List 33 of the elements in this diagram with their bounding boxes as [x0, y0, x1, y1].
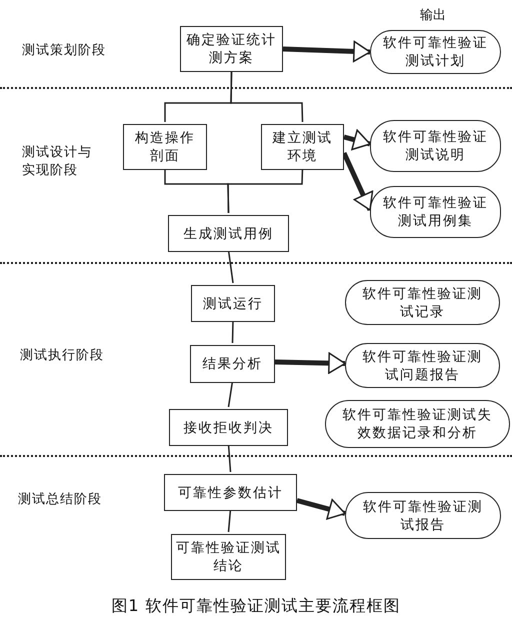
- stage-label: 测试设计与实现阶段: [22, 144, 93, 180]
- caption: 图1 软件可靠性验证测试主要流程框图: [110, 596, 402, 617]
- column-heading: 输出: [420, 7, 446, 24]
- process-box: 生成测试用例: [168, 215, 289, 252]
- connector-line: [228, 508, 232, 532]
- process-box: 接收拒收判决: [169, 409, 288, 446]
- process-box: 可靠性验证测试结论: [171, 534, 286, 580]
- connector-line: [227, 168, 304, 214]
- output-box: 软件可靠性验证测试失效数据记录和分析: [325, 400, 510, 448]
- output-box: 软件可靠性验证测试问题报告: [345, 343, 500, 388]
- output-box: 软件可靠性验证测试报告: [345, 492, 501, 539]
- process-box: 构造操作剖面: [123, 124, 207, 170]
- output-box: 软件可靠性验证测试用例集: [370, 186, 501, 238]
- connector-line: [228, 380, 234, 408]
- process-box: 结果分析: [190, 345, 275, 383]
- stage-label: 测试总结阶段: [18, 491, 103, 509]
- block-arrow: [296, 498, 346, 520]
- stage-label: 测试执行阶段: [20, 347, 105, 365]
- stage-label: 测试策划阶段: [22, 42, 107, 60]
- output-box: 软件可靠性验证测试计划: [370, 30, 501, 74]
- connector-line: [230, 72, 304, 122]
- block-arrow: [282, 40, 371, 62]
- process-box: 可靠性参数估计: [164, 474, 297, 511]
- block-arrow: [274, 352, 346, 374]
- connector-line: [228, 444, 232, 472]
- output-box: 软件可靠性验证测试记录: [345, 280, 500, 325]
- process-box: 测试运行: [191, 285, 275, 322]
- output-box: 软件可靠性验证测试说明: [370, 120, 501, 172]
- connector-line: [228, 250, 234, 284]
- process-box: 建立测试环境: [261, 124, 344, 170]
- connector-line: [232, 320, 234, 344]
- process-box: 确定验证统计测方案: [180, 26, 283, 72]
- block-arrow: [343, 129, 371, 150]
